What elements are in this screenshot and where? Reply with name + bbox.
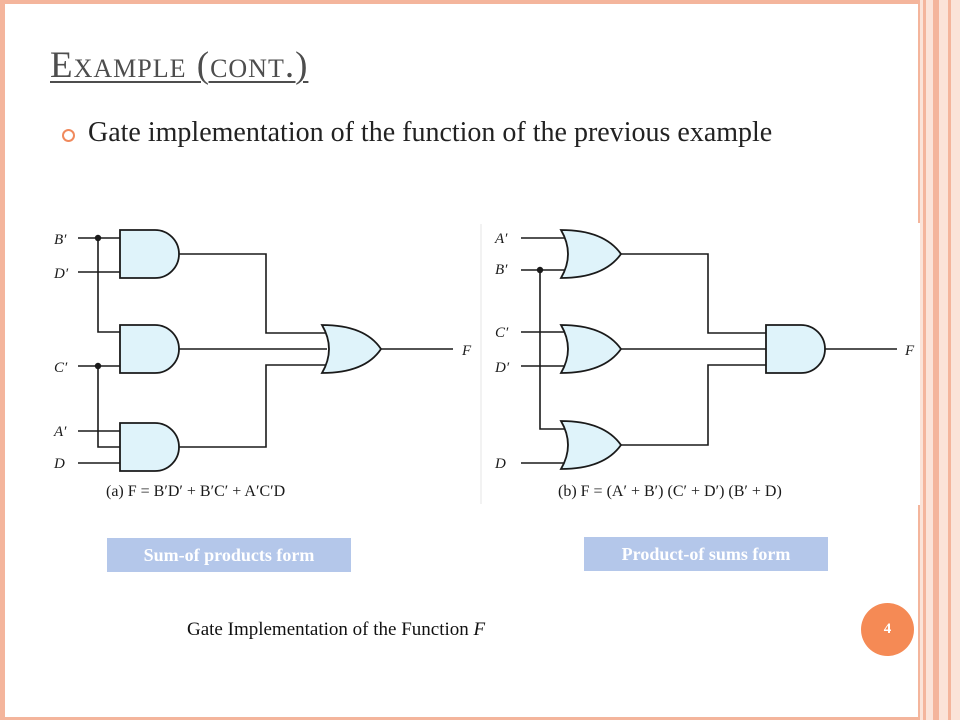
figure-caption: Gate Implementation of the Function F xyxy=(187,619,486,640)
input-b-prime: B′ xyxy=(495,262,508,278)
output-f: F xyxy=(904,343,915,359)
bullet-circle-icon xyxy=(62,129,75,142)
input-d-prime: D′ xyxy=(53,266,69,282)
input-a-prime: A′ xyxy=(53,424,67,440)
or-gate-3 xyxy=(559,420,623,470)
input-d: D xyxy=(53,456,65,472)
figure-caption-variable: F xyxy=(473,619,486,640)
diagram-a-caption: (a) F = B′D′ + B′C′ + A′C′D xyxy=(106,483,285,500)
and-gate-1 xyxy=(119,229,180,279)
bullet-text: Gate implementation of the function of t… xyxy=(88,117,773,148)
or-gate xyxy=(320,324,383,374)
product-of-sums-label: Product-of sums form xyxy=(584,537,828,571)
diagram-b: A′ B′ C′ D′ D F (b) F = (A′ + B′) (C′ + … xyxy=(494,229,915,500)
input-d: D xyxy=(494,456,506,472)
slide-bottom-border xyxy=(0,717,920,720)
or-gate-1 xyxy=(559,229,623,279)
input-c-prime: C′ xyxy=(54,360,68,376)
slide-top-border xyxy=(0,0,920,4)
input-c-prime: C′ xyxy=(495,325,509,341)
diagram-b-caption: (b) F = (A′ + B′) (C′ + D′) (B′ + D) xyxy=(558,483,782,500)
or-gate-2 xyxy=(559,324,623,374)
diagram-a-panel xyxy=(45,217,477,504)
and-gate-2 xyxy=(119,324,180,374)
slide-right-band xyxy=(918,0,960,720)
input-d-prime: D′ xyxy=(494,360,510,376)
diagram-a: B′ D′ C′ A′ D F (a) F = B′D′ + B′C′ + A′… xyxy=(53,229,472,500)
slide-title: Example (cont.) xyxy=(50,45,309,86)
page-number-badge: 4 xyxy=(861,603,914,656)
and-gate xyxy=(765,324,826,374)
slide-left-border xyxy=(0,0,5,720)
and-gate-3 xyxy=(119,422,180,472)
output-f: F xyxy=(461,343,472,359)
input-a-prime: A′ xyxy=(494,231,508,247)
input-b-prime: B′ xyxy=(54,232,67,248)
sum-of-products-label: Sum-of products form xyxy=(107,538,351,572)
